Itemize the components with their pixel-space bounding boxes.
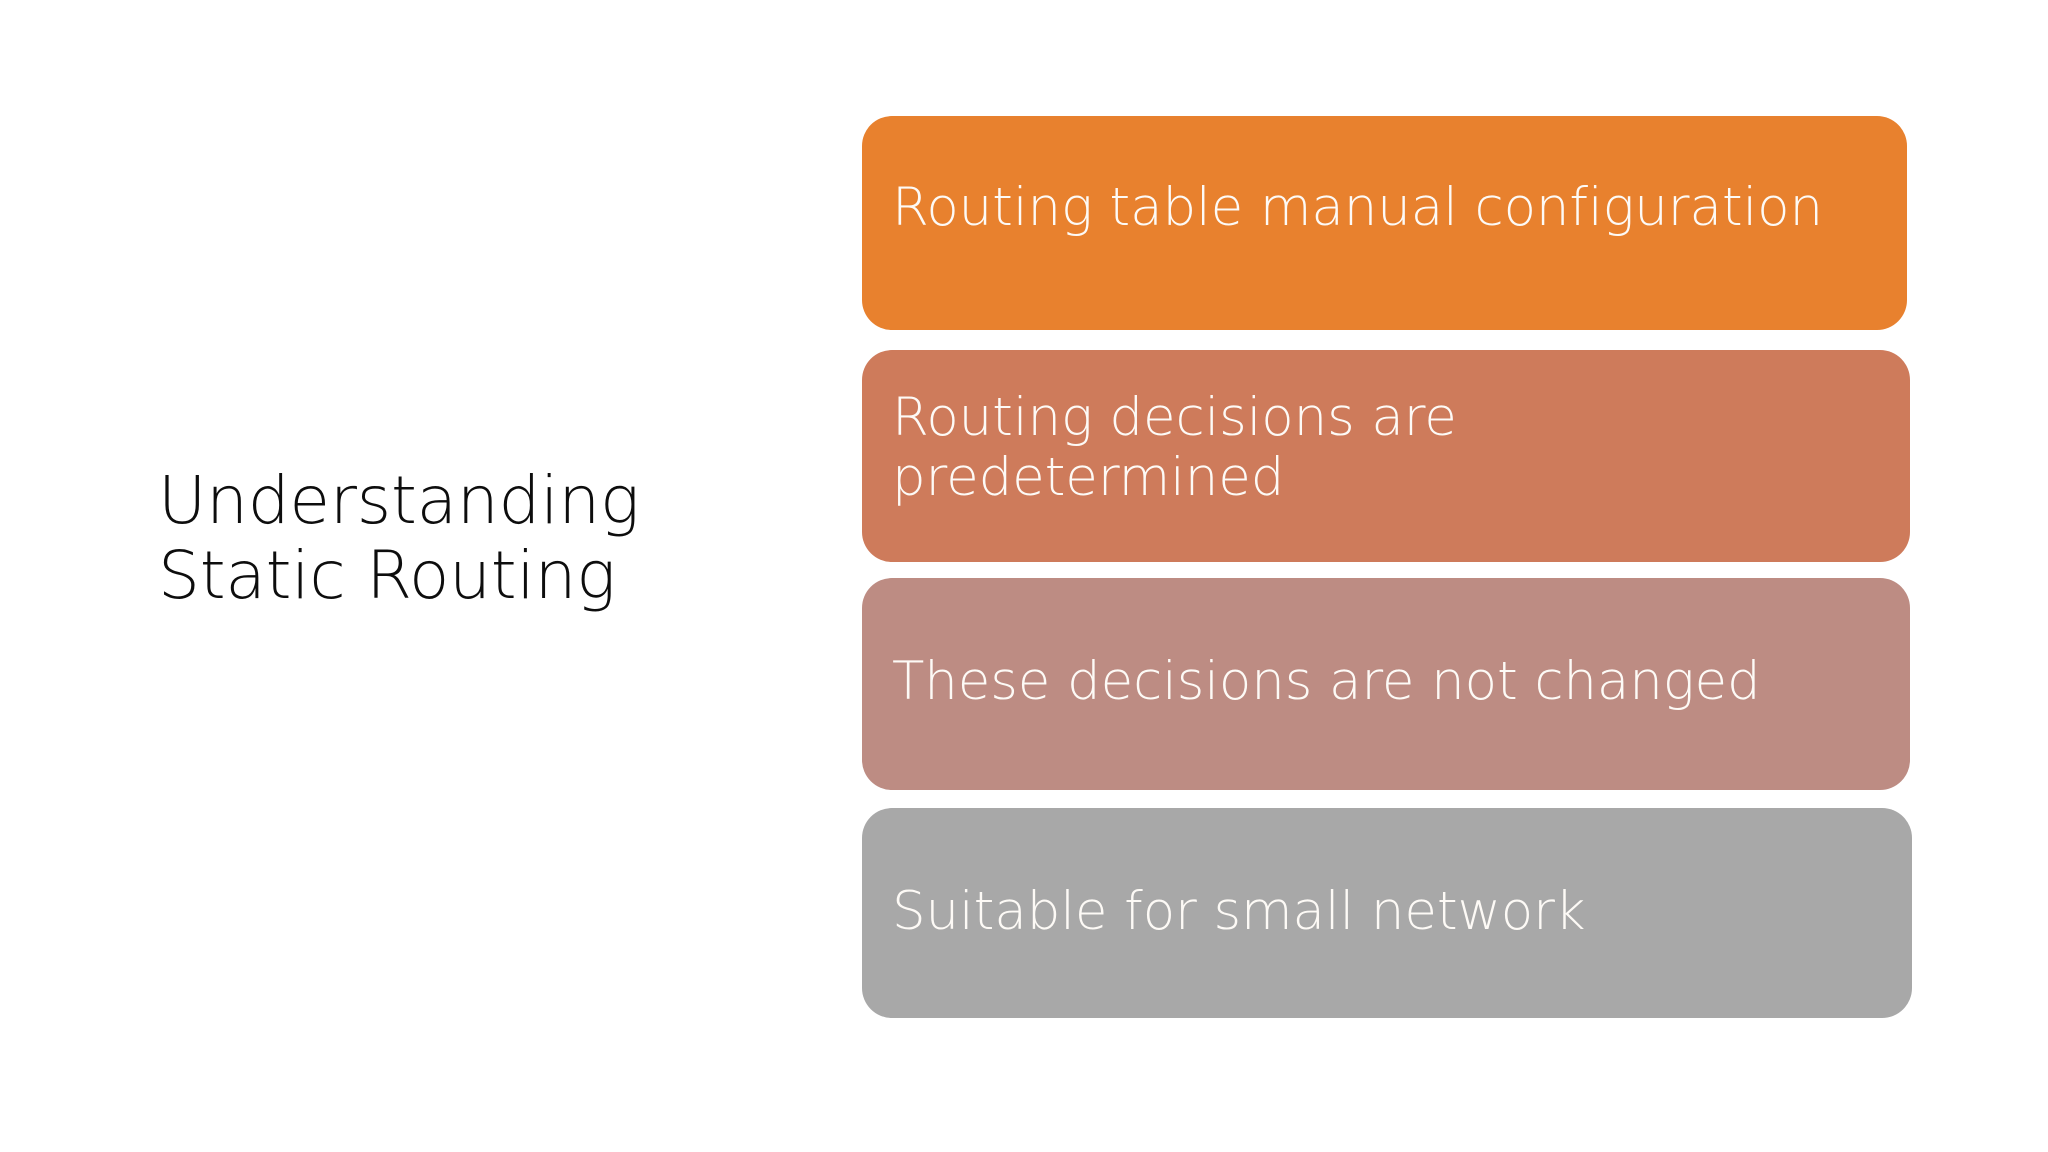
diagram-block-4[interactable]: Suitable for small network (862, 808, 1912, 1018)
diagram-block-2-label: Routing decisions are predetermined (892, 387, 1457, 509)
diagram-block-2[interactable]: Routing decisions are predetermined (862, 350, 1910, 562)
diagram-block-1-label: Routing table manual configuration (892, 177, 1823, 238)
diagram-block-3-label: These decisions are not changed (892, 651, 1761, 712)
diagram-block-1[interactable]: Routing table manual configuration (862, 116, 1907, 330)
block-list-diagram: Routing table manual configuration Routi… (862, 116, 1912, 1018)
diagram-block-4-label: Suitable for small network (892, 881, 1586, 942)
slide-title-block: Understanding Static Routing (158, 462, 778, 615)
page-title: Understanding Static Routing (158, 462, 640, 615)
diagram-block-3[interactable]: These decisions are not changed (862, 578, 1910, 790)
